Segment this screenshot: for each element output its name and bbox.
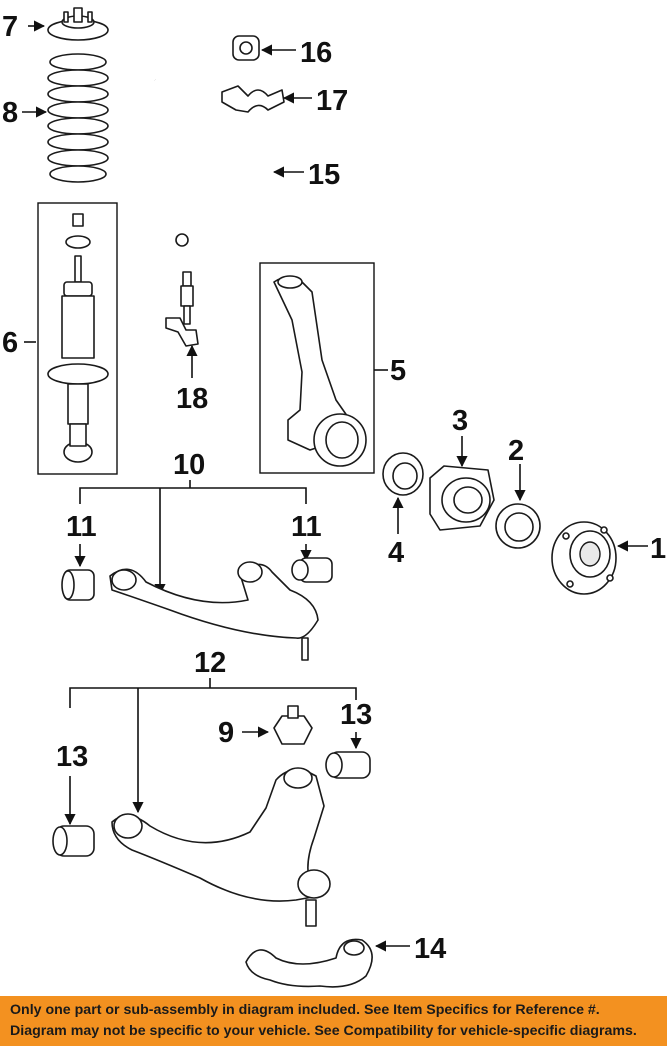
disclaimer-line-1: Only one part or sub-assembly in diagram… [10, 1002, 600, 1018]
stabilizer-bracket [221, 85, 285, 113]
stabilizer-bushing [232, 35, 260, 61]
coil-spring [47, 53, 109, 183]
wheel-bearing [495, 503, 541, 549]
lower-arm-bushing-right [325, 751, 371, 779]
bearing-housing [429, 465, 495, 531]
steering-knuckle-box [259, 262, 375, 474]
upper-arm-bushing-right [291, 557, 333, 583]
stabilizer-bar [154, 78, 266, 247]
bracket-12 [69, 687, 357, 708]
callout-11-left: 11 [66, 511, 97, 543]
callout-18: 18 [176, 383, 208, 415]
callout-5: 5 [390, 355, 406, 387]
disclaimer-line-2: Diagram may not be specific to your vehi… [10, 1023, 637, 1039]
callout-17: 17 [316, 85, 348, 117]
disclaimer-footer: Only one part or sub-assembly in diagram… [0, 996, 667, 1046]
callout-3: 3 [452, 405, 468, 437]
callout-15: 15 [308, 159, 340, 191]
callout-7: 7 [2, 11, 18, 43]
callout-4: 4 [388, 537, 404, 569]
lower-control-arm [111, 767, 331, 927]
shock-absorber [47, 213, 109, 463]
steering-knuckle [273, 275, 367, 467]
bump-stop [273, 705, 313, 745]
callout-9: 9 [218, 717, 234, 749]
bracket-10 [79, 487, 307, 504]
lower-bracket [245, 938, 373, 988]
strut-mount [47, 7, 109, 41]
callout-1: 1 [650, 533, 666, 565]
callout-11-right: 11 [291, 511, 322, 543]
callout-16: 16 [300, 37, 332, 69]
callout-6: 6 [2, 327, 18, 359]
parts-diagram: 7 8 6 16 17 [2, 7, 666, 988]
callout-10: 10 [173, 449, 205, 481]
wheel-hub [551, 521, 617, 595]
callout-12: 12 [194, 647, 226, 679]
upper-control-arm [109, 561, 319, 661]
stabilizer-link [165, 271, 199, 347]
callout-13-left: 13 [56, 741, 88, 773]
shock-absorber-box [37, 202, 118, 475]
callout-13-right: 13 [340, 699, 372, 731]
upper-arm-bushing-left [61, 569, 95, 601]
lower-arm-bushing-left [52, 825, 95, 857]
hub-seal [382, 452, 424, 496]
callout-2: 2 [508, 435, 524, 467]
callout-8: 8 [2, 97, 18, 129]
callout-14: 14 [414, 933, 446, 965]
